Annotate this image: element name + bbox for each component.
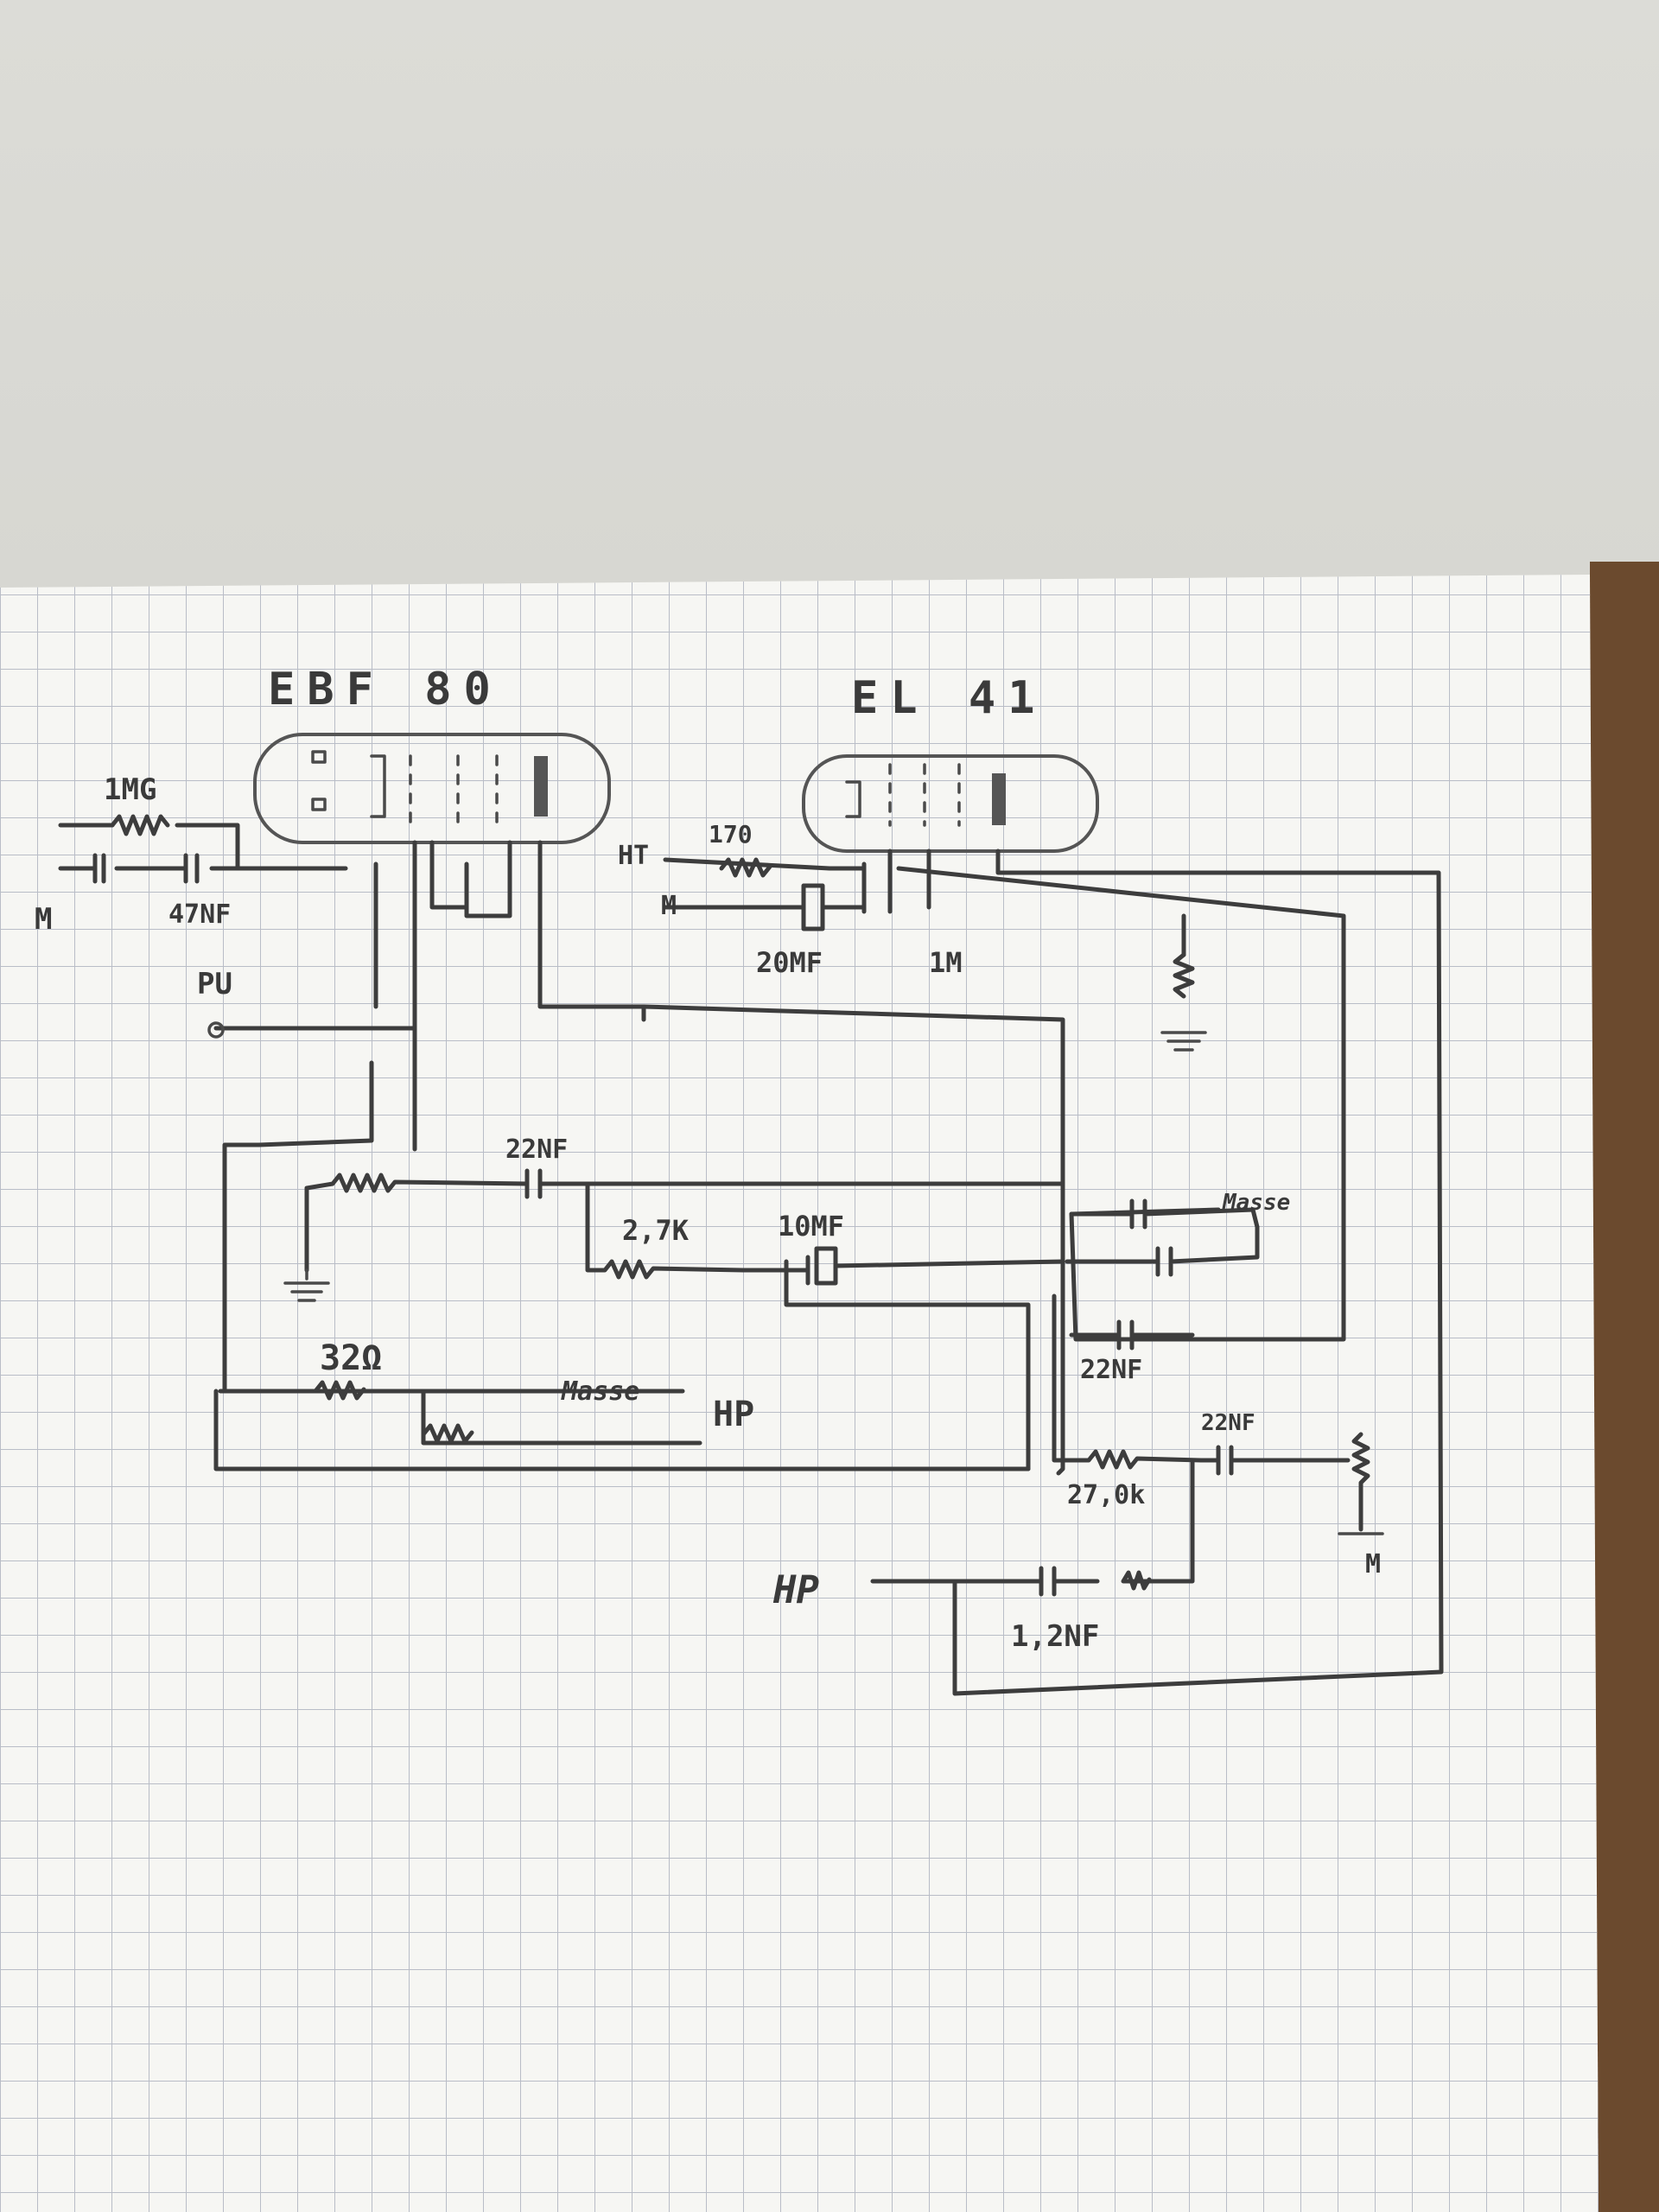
label-masse-left: Masse (561, 1376, 639, 1407)
label-32ohm: 32Ω (320, 1338, 382, 1378)
label-ht: HT (618, 841, 649, 871)
label-22nf-top: 22NF (505, 1135, 568, 1165)
label-m-input: M (35, 902, 52, 937)
anode-mark (534, 756, 548, 817)
label-170: 170 (709, 820, 753, 849)
label-10mf: 10MF (778, 1210, 844, 1243)
label-hp-bottom: HP (772, 1568, 819, 1612)
tube-ebf80 (253, 733, 611, 844)
tube-label-el41: EL 41 (851, 672, 1047, 724)
label-22nf-mid: 22NF (1080, 1355, 1142, 1385)
wiring (58, 814, 1444, 1696)
label-masse-right: Masse (1222, 1190, 1290, 1216)
label-27k: 27,0k (1067, 1480, 1145, 1510)
label-pu: PU (197, 967, 232, 1001)
tube-label-ebf80: EBF 80 (268, 664, 503, 715)
desk-edge (1590, 562, 1659, 2212)
label-m-bias: M (661, 891, 677, 921)
anode-mark-el41 (992, 773, 1006, 825)
label-47nf: 47NF (168, 899, 231, 930)
tube-el41 (802, 754, 1099, 853)
label-20mf: 20MF (756, 946, 823, 979)
label-22nf-right: 22NF (1201, 1410, 1255, 1436)
label-1mg: 1MG (104, 772, 156, 807)
label-2k7: 2,7K (622, 1214, 690, 1247)
pu-terminal (207, 1021, 225, 1039)
label-hp-left: HP (713, 1395, 754, 1434)
label-m-ground: M (1365, 1549, 1381, 1580)
grid-paper (0, 575, 1599, 2212)
label-1nf2: 1,2NF (1011, 1619, 1099, 1654)
label-1m: 1M (929, 946, 963, 979)
